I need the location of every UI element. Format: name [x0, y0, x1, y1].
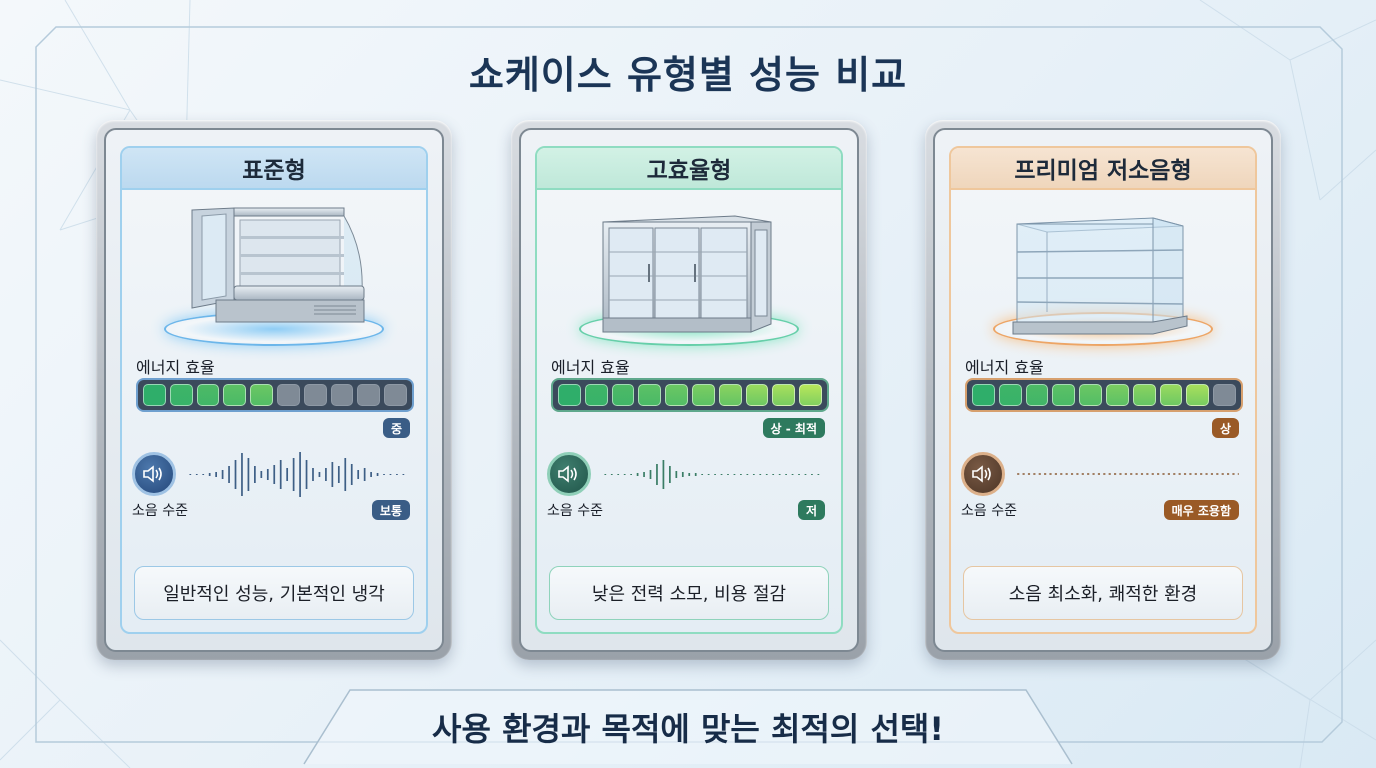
meter-segment [665, 384, 688, 406]
energy-meter [965, 378, 1243, 412]
energy-badge: 중 [382, 418, 410, 438]
card-title: 프리미엄 저소음형 [951, 148, 1255, 190]
sound-wave-low [604, 460, 820, 489]
energy-label: 에너지 효율 [965, 358, 1044, 377]
sound-wave-medium [189, 452, 405, 497]
noise-badge: 매우 조용함 [1163, 500, 1239, 520]
meter-segment [169, 384, 193, 406]
meter-segment [250, 384, 273, 406]
glass-door-showcase-icon [602, 215, 772, 333]
page-title: 쇼케이스 유형별 성능 비교 [468, 53, 908, 97]
product-image [537, 190, 841, 350]
meter-segment [972, 384, 995, 406]
card-premium: 프리미엄 저소음형 에너지 효율 상 [925, 120, 1281, 660]
meter-segment [223, 384, 247, 406]
meter-segment [1159, 384, 1183, 406]
open-multideck-showcase-icon [191, 207, 365, 323]
product-image [122, 190, 426, 350]
card-standard: 표준형 에너지 효율 중 [96, 120, 452, 660]
meter-segment [330, 384, 354, 406]
meter-segment [143, 384, 166, 406]
card-panel: 표준형 에너지 효율 중 [120, 146, 428, 634]
noise-row [547, 450, 827, 498]
speaker-icon [132, 452, 176, 496]
meter-segment [745, 384, 769, 406]
meter-segment [303, 384, 327, 406]
noise-badge: 보통 [371, 500, 410, 520]
footer-text: 사용 환경과 목적에 맞는 최적의 선택! [432, 710, 944, 748]
noise-row [132, 450, 412, 498]
meter-segment [1052, 384, 1076, 406]
meter-segment [196, 384, 220, 406]
speaker-icon [547, 452, 591, 496]
description-box: 소음 최소화, 쾌적한 환경 [963, 566, 1243, 620]
card-panel: 고효율형 에너지 효율 상 - 최적 [535, 146, 843, 634]
meter-segment [638, 384, 662, 406]
energy-label: 에너지 효율 [136, 358, 215, 377]
meter-segment [1025, 384, 1049, 406]
card-title: 표준형 [122, 148, 426, 190]
meter-segment [1186, 384, 1210, 406]
energy-badge: 상 [1211, 418, 1239, 438]
energy-label: 에너지 효율 [551, 358, 630, 377]
meter-segment [1105, 384, 1129, 406]
meter-segment [611, 384, 635, 406]
meter-segment [1213, 384, 1236, 406]
meter-segment [718, 384, 742, 406]
meter-segment [998, 384, 1022, 406]
noise-badge: 저 [797, 500, 825, 520]
noise-label: 소음 수준 [132, 503, 188, 519]
description-box: 낮은 전력 소모, 비용 절감 [549, 566, 829, 620]
meter-segment [772, 384, 796, 406]
glass-cube-showcase-icon [1012, 217, 1188, 335]
meter-segment [584, 384, 608, 406]
meter-segment [276, 384, 300, 406]
product-image [951, 190, 1255, 350]
banner-trapezoid-outline [303, 689, 1073, 765]
meter-segment [1079, 384, 1102, 406]
meter-segment [357, 384, 381, 406]
noise-row [961, 450, 1241, 498]
noise-label: 소음 수준 [547, 503, 603, 519]
energy-meter [551, 378, 829, 412]
meter-segment [384, 384, 407, 406]
description-box: 일반적인 성능, 기본적인 냉각 [134, 566, 414, 620]
card-panel: 프리미엄 저소음형 에너지 효율 상 [949, 146, 1257, 634]
card-title: 고효율형 [537, 148, 841, 190]
speaker-icon [961, 452, 1005, 496]
meter-segment [1132, 384, 1156, 406]
meter-segment [799, 384, 822, 406]
footer-banner: 사용 환경과 목적에 맞는 최적의 선택! [300, 688, 1076, 766]
energy-meter [136, 378, 414, 412]
card-efficient: 고효율형 에너지 효율 상 - 최적 [511, 120, 867, 660]
noise-label: 소음 수준 [961, 503, 1017, 519]
meter-segment [691, 384, 715, 406]
meter-segment [558, 384, 581, 406]
sound-wave-flat [1017, 473, 1239, 475]
energy-badge: 상 - 최적 [762, 418, 825, 438]
